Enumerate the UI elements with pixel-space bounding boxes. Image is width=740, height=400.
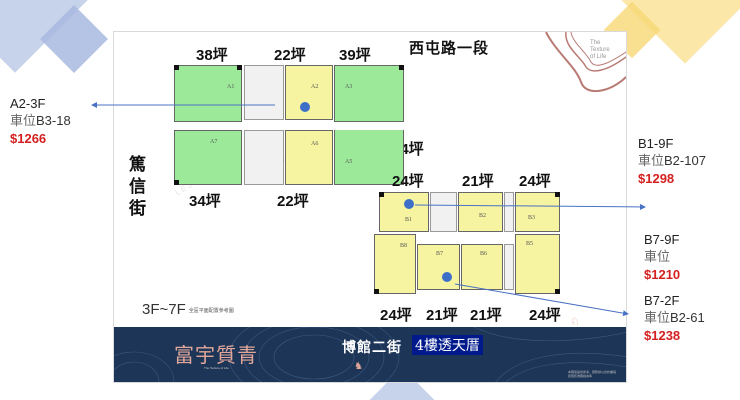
parking-code: B3-18 bbox=[36, 113, 71, 128]
size-label-a1: 38坪 bbox=[196, 47, 228, 64]
unit-b8: B8 bbox=[374, 234, 416, 294]
annotation-unit: A2-3F bbox=[10, 96, 46, 111]
street-label-top: 西屯路一段 bbox=[409, 40, 490, 57]
parking-code: B2-107 bbox=[664, 153, 706, 168]
size-label-b7: 21坪 bbox=[426, 307, 458, 324]
elevator-core-b bbox=[430, 192, 457, 232]
size-label-b5: 24坪 bbox=[529, 307, 561, 324]
size-label-a6: 22坪 bbox=[277, 193, 309, 210]
size-label-a7: 34坪 bbox=[189, 193, 221, 210]
parking-label: 車位 bbox=[638, 154, 665, 169]
unit-b2: B2 bbox=[458, 192, 503, 232]
contour-pattern bbox=[114, 327, 626, 382]
project-banner: 富宇質青 The Texture of Life 博館二街 4樓透天厝 ♞ 本圖… bbox=[114, 327, 626, 382]
floor-plan-image: LEJU LEJU LEJU The Texture of Life 西屯路一段… bbox=[113, 31, 627, 383]
unit-a2-marker bbox=[300, 102, 310, 112]
size-label-a2: 22坪 bbox=[274, 47, 306, 64]
elevator-core bbox=[244, 130, 284, 185]
parking-label: 車位 bbox=[644, 311, 671, 326]
annotation-unit: B1-9F bbox=[638, 136, 674, 151]
unit-a5: A5 bbox=[334, 128, 404, 185]
annotation-b7-2f: B7-2F 車位B2-61 $1238 bbox=[644, 292, 705, 344]
townhouse-badge: 4樓透天厝 bbox=[412, 335, 483, 355]
parking-code: B2-61 bbox=[670, 310, 705, 325]
tower-a-plan: A1 A7 A2 A6 A3 A5 bbox=[174, 65, 404, 185]
unit-a2: A2 bbox=[285, 65, 333, 120]
annotation-b7-9f: B7-9F 車位 $1210 bbox=[644, 231, 680, 283]
stair-core-b2 bbox=[504, 244, 514, 290]
unit-b6: B6 bbox=[461, 244, 503, 290]
texture-of-life-logo bbox=[545, 32, 626, 92]
size-label-b3: 24坪 bbox=[519, 173, 551, 190]
parking-label: 車位 bbox=[644, 250, 671, 265]
unit-b1: B1 bbox=[379, 192, 429, 232]
unit-a3: A3 bbox=[334, 65, 404, 122]
unit-a1: A1 bbox=[174, 65, 242, 122]
unit-b1-marker bbox=[404, 199, 414, 209]
unit-b3: B3 bbox=[515, 192, 560, 232]
unit-a7: A7 bbox=[174, 130, 242, 185]
figure-icon-small: ♘ bbox=[570, 316, 580, 328]
floor-range-sublabel: 全區平面配置參考圖 bbox=[188, 307, 234, 314]
parking-label: 車位 bbox=[10, 114, 37, 129]
stair-core bbox=[244, 65, 284, 120]
size-label-b1: 24坪 bbox=[392, 173, 424, 190]
unit-a6: A6 bbox=[285, 130, 333, 185]
size-label-b8: 24坪 bbox=[380, 307, 412, 324]
corridor bbox=[214, 122, 404, 130]
annotation-b1-9f: B1-9F 車位B2-107 $1298 bbox=[638, 135, 706, 187]
price: $1266 bbox=[10, 131, 47, 146]
size-label-a3: 39坪 bbox=[339, 47, 371, 64]
price: $1210 bbox=[644, 267, 681, 282]
price: $1238 bbox=[644, 328, 681, 343]
price: $1298 bbox=[638, 171, 675, 186]
disclaimer-text: 本圖僅提供參考，實際請以合約書與建照核准圖說為準 bbox=[568, 370, 617, 378]
brand-subtitle: The Texture of Life bbox=[204, 366, 229, 370]
annotation-unit: B7-9F bbox=[644, 232, 680, 247]
stair-core-b bbox=[504, 192, 514, 232]
brand-logo-text: 富宇質青 bbox=[174, 343, 258, 367]
tower-b-plan: B1 B2 B3 B8 B7 B6 B5 bbox=[374, 192, 564, 300]
annotation-a2-3f: A2-3F 車位B3-18 $1266 bbox=[10, 95, 71, 147]
unit-b7: B7 bbox=[417, 244, 460, 290]
unit-b5: B5 bbox=[515, 234, 560, 294]
size-label-b2: 21坪 bbox=[462, 173, 494, 190]
annotation-unit: B7-2F bbox=[644, 293, 680, 308]
figure-icon: ♞ bbox=[354, 361, 363, 372]
size-label-b6: 21坪 bbox=[470, 307, 502, 324]
unit-b7-marker bbox=[442, 272, 452, 282]
texture-of-life-text: The Texture of Life bbox=[590, 40, 610, 60]
street-label-bottom: 博館二街 bbox=[342, 339, 402, 355]
street-label-left: 篤信街 bbox=[129, 155, 146, 218]
